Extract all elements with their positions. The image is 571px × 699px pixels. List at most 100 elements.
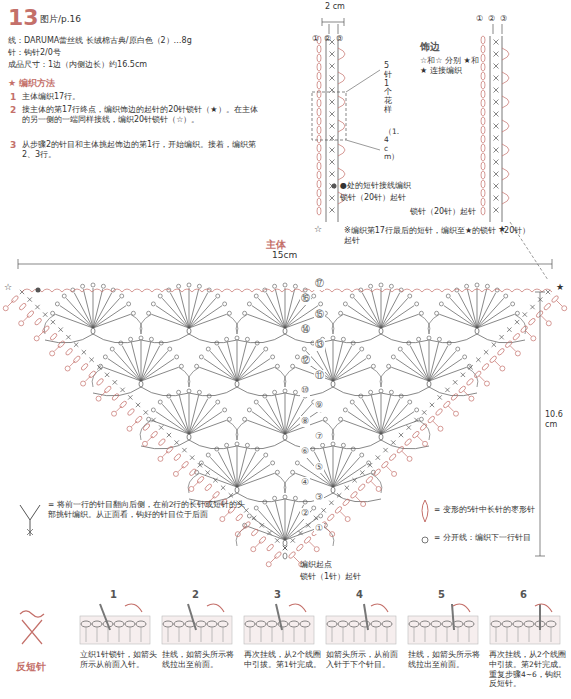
edging-picot [469, 396, 474, 401]
single-crochet [453, 380, 457, 384]
chain-arc [515, 314, 526, 334]
treble-stitch [285, 404, 312, 434]
treble-stitch [429, 351, 456, 381]
edging-picot [531, 336, 536, 341]
edging-stitch [8, 300, 14, 306]
picot [158, 400, 162, 404]
chain-arc [93, 387, 141, 396]
treble-stitch [179, 289, 189, 328]
picot [273, 284, 277, 288]
single-crochet [136, 403, 140, 407]
single-crochet [476, 358, 480, 362]
stitch-loop [524, 621, 534, 627]
single-crochet [330, 124, 335, 129]
dimension-line [322, 22, 344, 23]
single-crochet [97, 365, 101, 369]
strip-line [326, 36, 327, 222]
fabric-swatch [80, 616, 150, 644]
picot [158, 294, 162, 298]
top-edge-chain [142, 289, 152, 292]
edging-stitch [324, 526, 330, 532]
single-crochet [494, 136, 499, 141]
picot [235, 336, 239, 340]
stitch-post [496, 627, 497, 642]
picot [389, 284, 393, 288]
treble-stitch [275, 289, 285, 328]
edging-picot [19, 321, 24, 326]
edging-picot [562, 306, 567, 311]
picot [168, 347, 172, 351]
top-edge-chain [192, 289, 202, 292]
single-crochet [494, 52, 499, 57]
single-crochet [461, 373, 465, 377]
edging-chain [466, 378, 474, 386]
single-crochet [494, 88, 499, 93]
picot [291, 470, 295, 474]
stitch-loop [245, 621, 255, 627]
label: 13 [8, 4, 39, 33]
chain-arc [381, 334, 429, 343]
reverse-sc-symbol [20, 611, 44, 644]
chain-arc [44, 314, 55, 334]
picot [419, 311, 423, 315]
top-edge-chain [272, 289, 282, 292]
picot [343, 302, 347, 306]
dimension-line [540, 292, 541, 556]
edging-chain [235, 513, 243, 521]
single-crochet [438, 395, 442, 399]
row-number: ⑯ [300, 293, 311, 305]
single-crochet [283, 546, 287, 550]
picot [275, 470, 279, 474]
chain-arc [189, 334, 237, 343]
base-chain [235, 487, 239, 493]
start-chain [283, 553, 287, 559]
single-crochet [113, 380, 117, 384]
picot [216, 400, 220, 404]
single-crochet [438, 395, 442, 399]
label: 锁针（1针）起针 [300, 572, 361, 582]
chain-arc [332, 314, 343, 334]
chain-arc [429, 334, 477, 343]
single-crochet [414, 418, 418, 422]
edging-picot [112, 411, 117, 416]
edging-stitch [54, 346, 60, 352]
single-crochet [330, 172, 335, 177]
stitch-post [212, 627, 213, 642]
chain-arc [419, 420, 430, 440]
stitch-post [332, 627, 333, 642]
top-edge-chain [282, 289, 292, 292]
single-crochet [383, 448, 387, 452]
single-crochet [120, 388, 124, 392]
picot [103, 355, 107, 359]
picot [227, 311, 231, 315]
chain-arc [467, 367, 478, 387]
picot [312, 506, 316, 510]
stitch-loop [513, 621, 523, 627]
single-crochet [352, 478, 356, 482]
stitch-post [414, 627, 415, 642]
strip-chain [317, 90, 321, 98]
single-crochet [494, 40, 499, 45]
dimension-tick [535, 556, 545, 557]
row-number: ② [300, 508, 310, 520]
single-crochet [128, 395, 132, 399]
picot [291, 364, 295, 368]
picot [463, 355, 467, 359]
label: 锁针（20针）起针 [410, 207, 476, 217]
single-crochet [28, 297, 32, 301]
stitch-post [376, 627, 377, 642]
single-crochet [530, 305, 534, 309]
chain-arc [284, 473, 295, 493]
single-crochet [182, 448, 186, 452]
picot [455, 288, 459, 292]
stitch-loop [431, 621, 441, 627]
edging-chain [357, 483, 365, 491]
single-crochet [499, 335, 503, 339]
single-crochet [260, 523, 264, 527]
picot [223, 408, 227, 412]
single-crochet [330, 76, 335, 81]
strip-chain [317, 126, 321, 134]
picot [293, 284, 297, 288]
single-crochet [352, 478, 356, 482]
stitch-loop [502, 621, 512, 627]
